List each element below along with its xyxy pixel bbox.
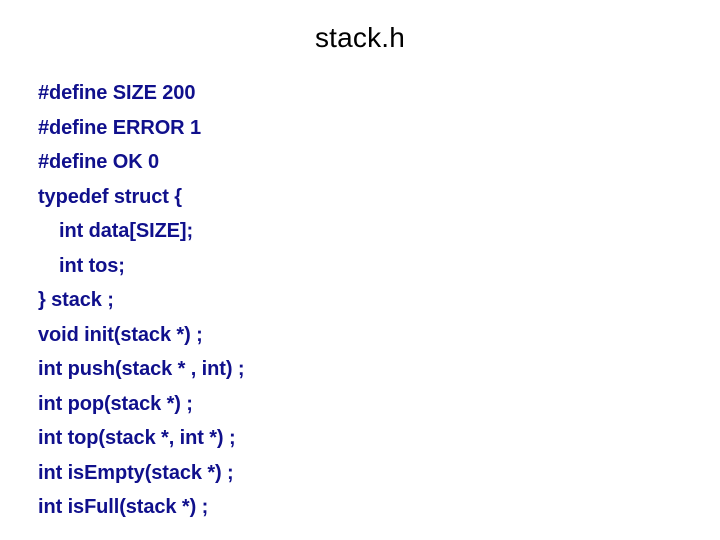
code-line: void init(stack *) ; xyxy=(38,323,203,346)
code-line: int top(stack *, int *) ; xyxy=(38,427,236,449)
code-line: } stack ; xyxy=(38,289,114,311)
code-block: #define SIZE 200 #define ERROR 1 #define… xyxy=(38,76,638,525)
code-line: #define ERROR 1 xyxy=(38,116,201,139)
code-line: #define OK 0 xyxy=(38,151,160,173)
code-line: int pop(stack *) ; xyxy=(38,392,193,415)
code-line: typedef struct { xyxy=(38,185,182,208)
code-line: #define SIZE 200 xyxy=(38,82,196,104)
code-line: int isFull(stack *) ; xyxy=(38,496,209,518)
code-line: int push(stack * , int) ; xyxy=(38,358,245,380)
code-line: int tos; xyxy=(59,254,125,277)
code-line: int data[SIZE]; xyxy=(59,220,194,242)
page-title: stack.h xyxy=(314,22,406,53)
code-line: int isEmpty(stack *) ; xyxy=(38,461,234,484)
